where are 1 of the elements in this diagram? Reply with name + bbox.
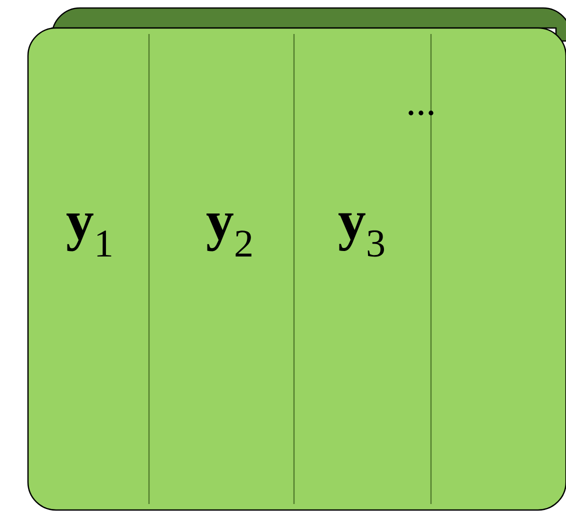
card: y$_{1}$ y$_{2}$ y$_{3}$ ... [27,27,566,511]
